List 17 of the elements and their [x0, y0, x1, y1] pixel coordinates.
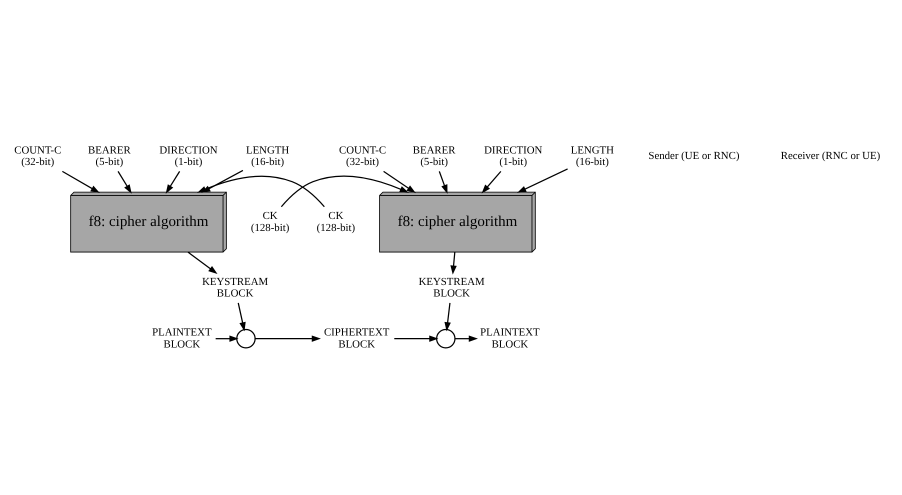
node-text: LENGTH (16-bit)	[570, 144, 614, 168]
node-text: COUNT-C (32-bit)	[338, 144, 386, 168]
node-text: PLAINTEXT BLOCK	[152, 326, 212, 350]
node-text: CK (128-bit)	[316, 210, 356, 234]
node-text: BEARER (5-bit)	[412, 144, 456, 168]
node-text: PLAINTEXT BLOCK	[480, 326, 540, 350]
node-text: COUNT-C (32-bit)	[14, 144, 62, 168]
node-text: KEYSTREAM BLOCK	[418, 276, 485, 300]
node-text: CIPHERTEXT BLOCK	[324, 326, 390, 350]
node-text: DIRECTION (1-bit)	[484, 144, 542, 168]
node-text: BEARER (5-bit)	[88, 144, 131, 168]
node-text: DIRECTION (1-bit)	[159, 144, 218, 168]
node-text: KEYSTREAM BLOCK	[202, 276, 268, 300]
label: Sender (UE or RNC)	[648, 150, 740, 162]
node-text: LENGTH (16-bit)	[246, 144, 290, 168]
node-text: CK (128-bit)	[250, 210, 290, 234]
label: Receiver (RNC or UE)	[780, 150, 880, 162]
